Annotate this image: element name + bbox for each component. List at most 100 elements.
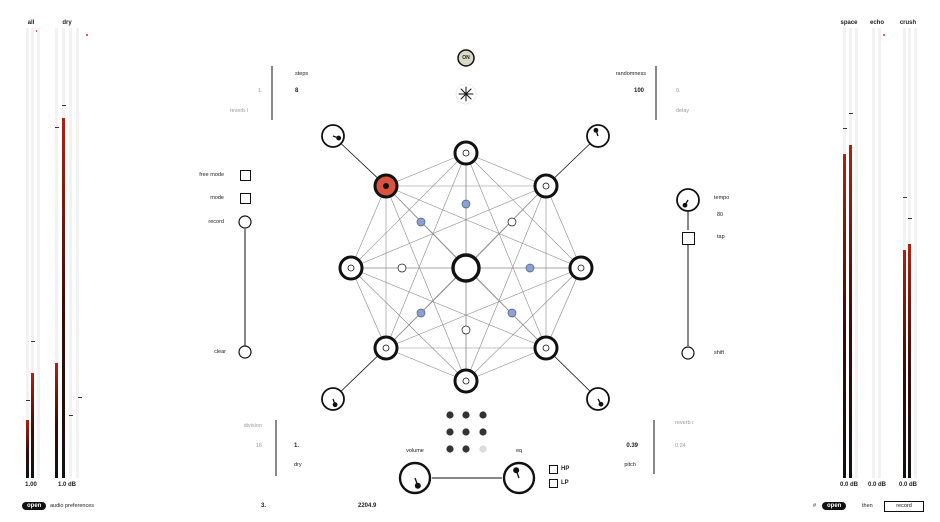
volume-label: volume — [406, 448, 424, 454]
graph-nodes — [338, 140, 594, 394]
peak-marker — [26, 400, 30, 401]
level-meter — [55, 28, 58, 478]
meter-value-crush: 0.0 dB — [898, 482, 918, 488]
level-meter — [37, 28, 40, 478]
inner-node-active[interactable] — [461, 199, 471, 209]
meter-value-space: 0.0 dB — [839, 482, 859, 488]
graph-node[interactable] — [533, 335, 559, 361]
meter-label-echo: echo — [869, 20, 885, 26]
level-meter — [908, 28, 911, 478]
reverb-l-label: reverb l — [229, 108, 248, 114]
lp-checkbox[interactable] — [549, 479, 558, 488]
level-meter — [76, 28, 79, 478]
level-meter — [872, 28, 875, 478]
shift-label: shift — [714, 350, 725, 356]
level-meter — [26, 28, 29, 478]
eq-knob[interactable] — [502, 461, 536, 495]
peak-marker — [31, 341, 35, 342]
tempo-value[interactable]: 80 — [717, 212, 724, 218]
peak-marker — [903, 197, 907, 198]
level-meter — [903, 28, 906, 478]
open-audio-preferences-button[interactable]: open — [22, 502, 47, 510]
meter-label-space: space — [840, 20, 858, 26]
hp-checkbox[interactable] — [549, 465, 558, 474]
peak-marker — [78, 397, 82, 398]
pitch-value[interactable]: 0.39 — [626, 443, 638, 449]
inner-node[interactable] — [461, 325, 471, 335]
meter-label-all: all — [27, 20, 35, 26]
mode-label: mode — [210, 195, 224, 201]
meter-label-dry: dry — [62, 20, 72, 26]
randomness-label: randomness — [615, 71, 646, 77]
inner-node-active[interactable] — [416, 217, 426, 227]
hash-symbol: # — [813, 503, 817, 509]
level-meter — [849, 28, 852, 478]
graph-node[interactable] — [453, 368, 479, 394]
center-node[interactable] — [451, 253, 481, 283]
pitch-label: pitch — [624, 462, 636, 468]
knobs — [321, 124, 700, 495]
meter-label-crush: crush — [899, 20, 917, 26]
delay-value[interactable]: 0. — [676, 88, 681, 94]
free-mode-label: free mode — [199, 172, 224, 178]
clear-button[interactable] — [238, 345, 252, 359]
volume-knob[interactable] — [398, 461, 432, 495]
reverb-l-knob[interactable] — [321, 124, 345, 148]
graph-node[interactable] — [568, 255, 594, 281]
dry-label: dry — [294, 462, 302, 468]
graph-node[interactable] — [453, 140, 479, 166]
level-meter — [843, 28, 846, 478]
graph-node[interactable] — [373, 335, 399, 361]
peak-marker — [849, 113, 853, 114]
shift-button[interactable] — [681, 346, 695, 360]
steps-value[interactable]: 8 — [295, 88, 299, 94]
on-button[interactable] — [457, 49, 475, 67]
randomize-star-icon[interactable] — [455, 83, 477, 105]
open-button[interactable]: open — [822, 502, 847, 510]
tempo-knob[interactable] — [676, 188, 700, 212]
inner-node[interactable] — [507, 217, 517, 227]
inner-node-active[interactable] — [416, 308, 426, 318]
level-meter — [878, 28, 881, 478]
level-meter — [31, 28, 34, 478]
peak-marker — [55, 127, 59, 128]
free-mode-toggle[interactable] — [240, 170, 251, 181]
dry-value[interactable]: 1. — [294, 443, 300, 449]
reverb-l-value[interactable]: 1. — [258, 88, 263, 94]
reverb-r-value[interactable]: 0.24 — [675, 443, 686, 449]
tap-label: tap — [717, 234, 725, 240]
inner-node-active[interactable] — [507, 308, 517, 318]
graph-edges — [350, 152, 582, 382]
graph-node[interactable] — [533, 173, 559, 199]
meter-value-dry: 1.0 dB — [57, 482, 77, 488]
clear-label: clear — [214, 349, 226, 355]
randomness-value[interactable]: 100 — [633, 88, 644, 94]
peak-marker — [908, 218, 912, 219]
record-button[interactable] — [238, 215, 252, 229]
meter-value-all: 1.00 — [25, 482, 37, 488]
division-knob[interactable] — [321, 387, 345, 411]
clip-indicator — [883, 34, 885, 36]
graph-node[interactable] — [373, 173, 399, 199]
eq-label: eq — [515, 448, 523, 454]
audio-preferences-label: audio preferences — [50, 503, 95, 509]
division-label: division — [243, 423, 262, 429]
tap-button[interactable] — [682, 232, 695, 245]
inner-node-active[interactable] — [525, 263, 535, 273]
on-label: ON — [462, 55, 470, 61]
inner-node[interactable] — [397, 263, 407, 273]
delay-knob[interactable] — [586, 124, 610, 148]
peak-marker — [843, 128, 847, 129]
level-meter — [69, 28, 72, 478]
reverb-r-knob[interactable] — [586, 387, 610, 411]
mode-toggle[interactable] — [240, 193, 251, 204]
level-meter — [914, 28, 917, 478]
graph-node[interactable] — [338, 255, 364, 281]
meter-value-echo: 0.0 dB — [867, 482, 887, 488]
division-value[interactable]: 16 — [255, 443, 262, 449]
record-button-footer[interactable]: record — [884, 501, 924, 512]
preset-matrix[interactable] — [446, 411, 487, 453]
footer-frequency: 2204.9 — [358, 503, 377, 509]
